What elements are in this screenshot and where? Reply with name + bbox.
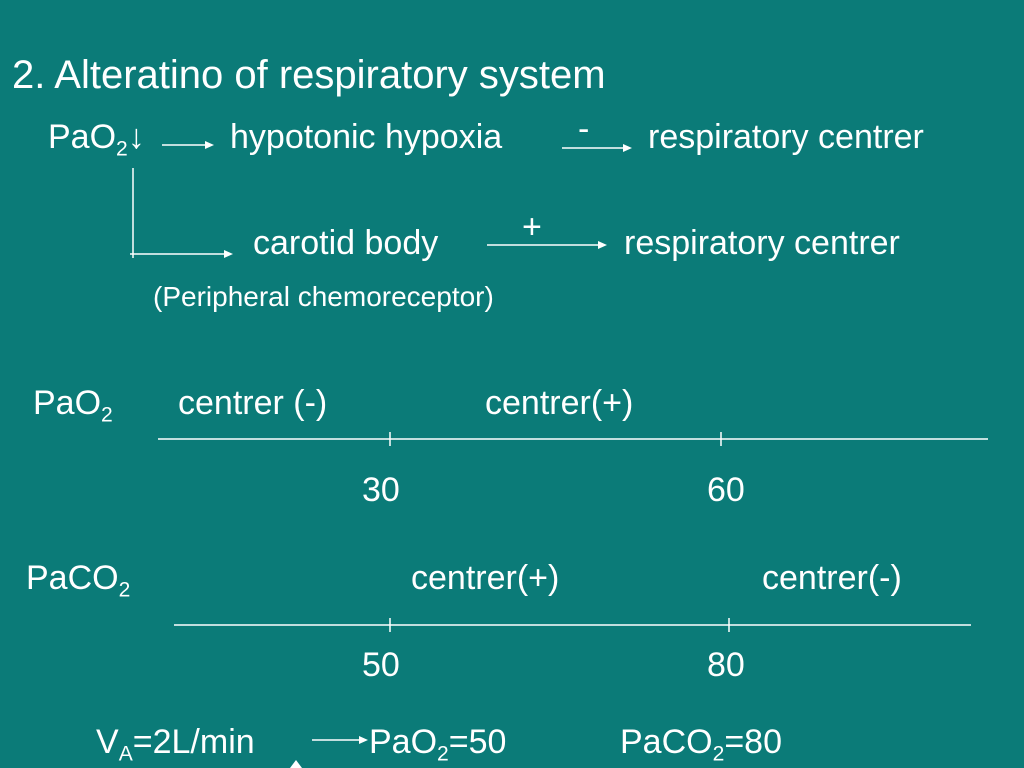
partial-up-arrow-icon [290, 760, 302, 768]
ventilation-value: VA=2L/min [96, 723, 255, 764]
arrow-branch-to-carotid [130, 250, 233, 258]
paco2-value: PaCO2=80 [620, 723, 783, 764]
pao2-value-text: PaO [369, 723, 438, 761]
paco2-centre-inhibited: centrer(-) [762, 559, 902, 597]
va-amount: =2L/min [132, 723, 255, 761]
pao2-label-row1: PaO2↓ [48, 118, 145, 159]
pao2-centre-inhibited: centrer (-) [178, 384, 328, 422]
slide-title: 2. Alteratino of respiratory system [12, 53, 606, 97]
pao2-tick-30: 30 [362, 471, 400, 509]
pao2-text: PaO [48, 118, 117, 156]
arrow-carotid-to-centre [487, 241, 607, 249]
paco2-scale-label: PaCO2 [26, 559, 130, 600]
pao2-value-subscript: 2 [437, 742, 449, 766]
pao2-scale-subscript: 2 [101, 403, 113, 427]
paco2-value-amount: =80 [724, 723, 783, 761]
arrow-va-to-pao2 [312, 736, 368, 744]
arrow-pao2-to-hypoxia [162, 141, 214, 149]
pao2-value-amount: =50 [448, 723, 507, 761]
inhibit-sign: - [578, 110, 590, 148]
va-text: V [96, 723, 119, 761]
respiratory-centre-1: respiratory centrer [648, 118, 924, 156]
down-arrow-icon: ↓ [127, 118, 145, 156]
va-subscript: A [118, 742, 133, 766]
paco2-value-subscript: 2 [712, 742, 725, 766]
pao2-centre-stimulated: centrer(+) [485, 384, 634, 422]
peripheral-chemoreceptor-note: (Peripheral chemoreceptor) [153, 281, 494, 312]
paco2-centre-stimulated: centrer(+) [411, 559, 560, 597]
paco2-scale-text: PaCO [26, 559, 119, 597]
paco2-tick-50: 50 [362, 646, 400, 684]
pao2-scale-text: PaO [33, 384, 102, 422]
carotid-body-label: carotid body [253, 224, 439, 262]
pao2-value: PaO2=50 [369, 723, 507, 764]
stimulate-sign: + [522, 208, 542, 246]
pao2-tick-60: 60 [707, 471, 745, 509]
arrow-hypoxia-to-centre [562, 144, 632, 152]
pao2-scale-label: PaO2 [33, 384, 113, 425]
respiratory-centre-2: respiratory centrer [624, 224, 900, 262]
pao2-subscript: 2 [116, 137, 128, 161]
paco2-scale-subscript: 2 [118, 578, 131, 602]
paco2-tick-80: 80 [707, 646, 745, 684]
hypoxia-label: hypotonic hypoxia [230, 118, 503, 156]
paco2-value-text: PaCO [620, 723, 713, 761]
